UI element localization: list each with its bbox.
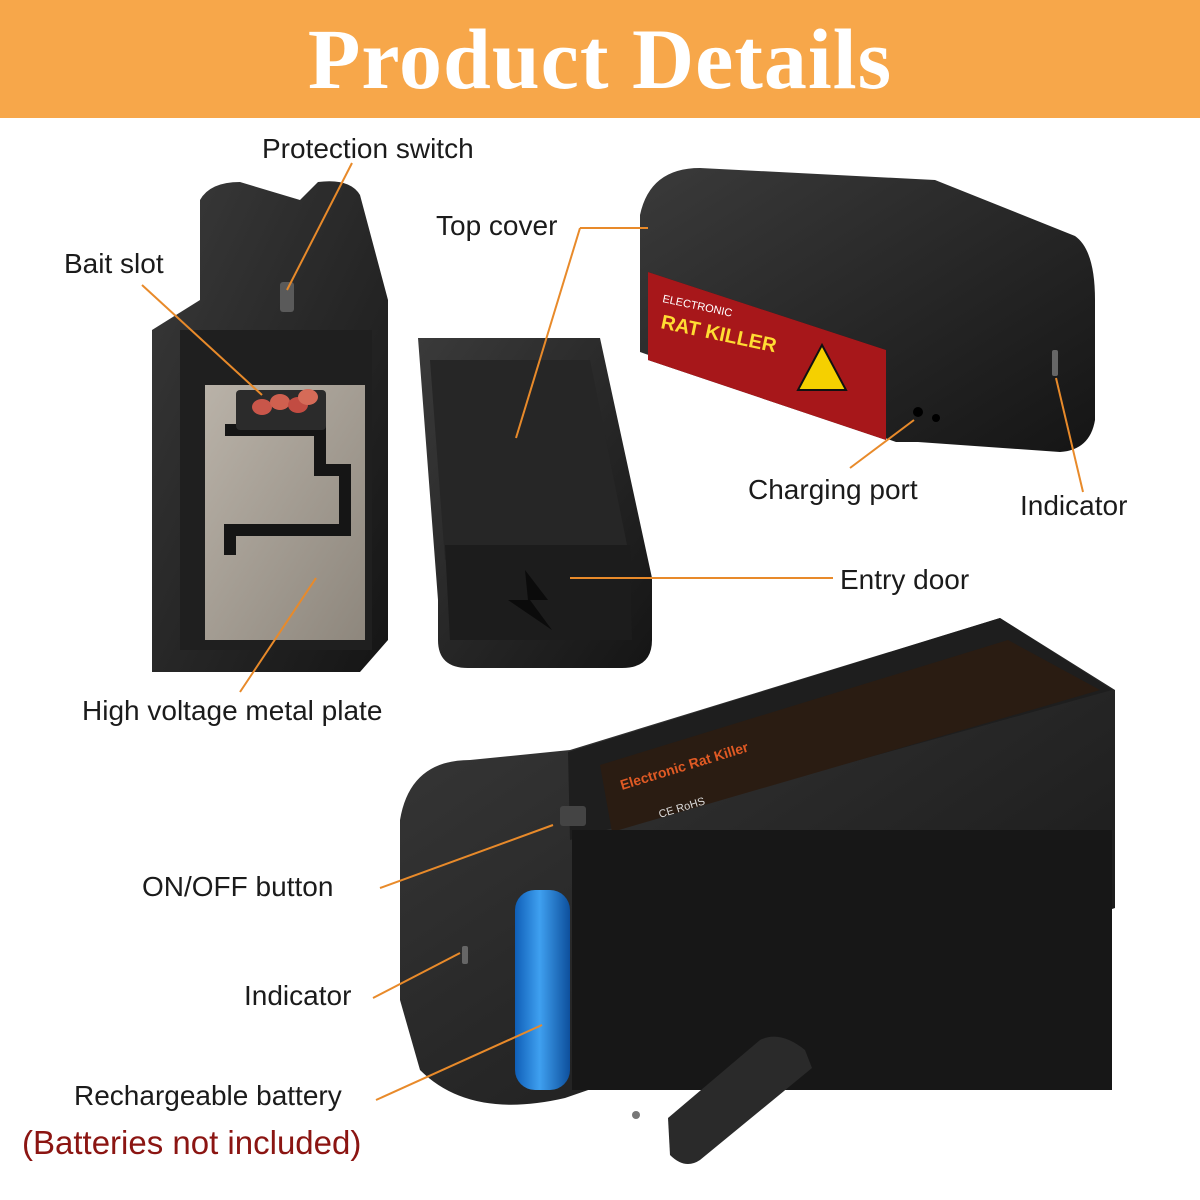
label-battery-note: (Batteries not included) [22, 1124, 362, 1161]
callout-lines [141, 162, 1084, 1101]
open-base-unit [152, 181, 388, 672]
indicator-light-bottom [462, 946, 468, 964]
label-metal-plate: High voltage metal plate [82, 695, 383, 726]
on-off-button [560, 806, 586, 826]
battery [515, 890, 570, 1090]
protection-switch [280, 282, 294, 312]
indicator-light [1052, 350, 1058, 376]
bottom-sticker [600, 640, 1100, 832]
warning-icon [796, 342, 848, 391]
label-indicator-top: Indicator [1020, 490, 1128, 521]
bottom-view-unit: Electronic Rat Killer CE RoHS [400, 618, 1115, 1164]
screw [632, 1111, 640, 1119]
header-banner: Product Details [0, 0, 1200, 118]
label-entry-door: Entry door [840, 564, 970, 595]
lightning-icon [508, 570, 552, 630]
label-on-off-button: ON/OFF button [142, 871, 334, 902]
label-rechargeable-battery: Rechargeable battery [74, 1080, 342, 1111]
label-bait-slot: Bait slot [64, 248, 164, 279]
product-sticker [648, 272, 886, 440]
page-title: Product Details [307, 11, 893, 107]
charging-port [913, 407, 923, 417]
top-cover-part [418, 338, 652, 668]
label-charging-port: Charging port [748, 474, 918, 505]
label-indicator-bottom: Indicator [244, 980, 352, 1011]
battery-cover [668, 1036, 812, 1164]
label-top-cover: Top cover [436, 210, 558, 241]
product-illustration: ELECTRONIC RAT KILLER Electronic Rat Kil… [141, 162, 1115, 1164]
label-protection-switch: Protection switch [262, 133, 474, 164]
closed-product: ELECTRONIC RAT KILLER [640, 168, 1095, 452]
